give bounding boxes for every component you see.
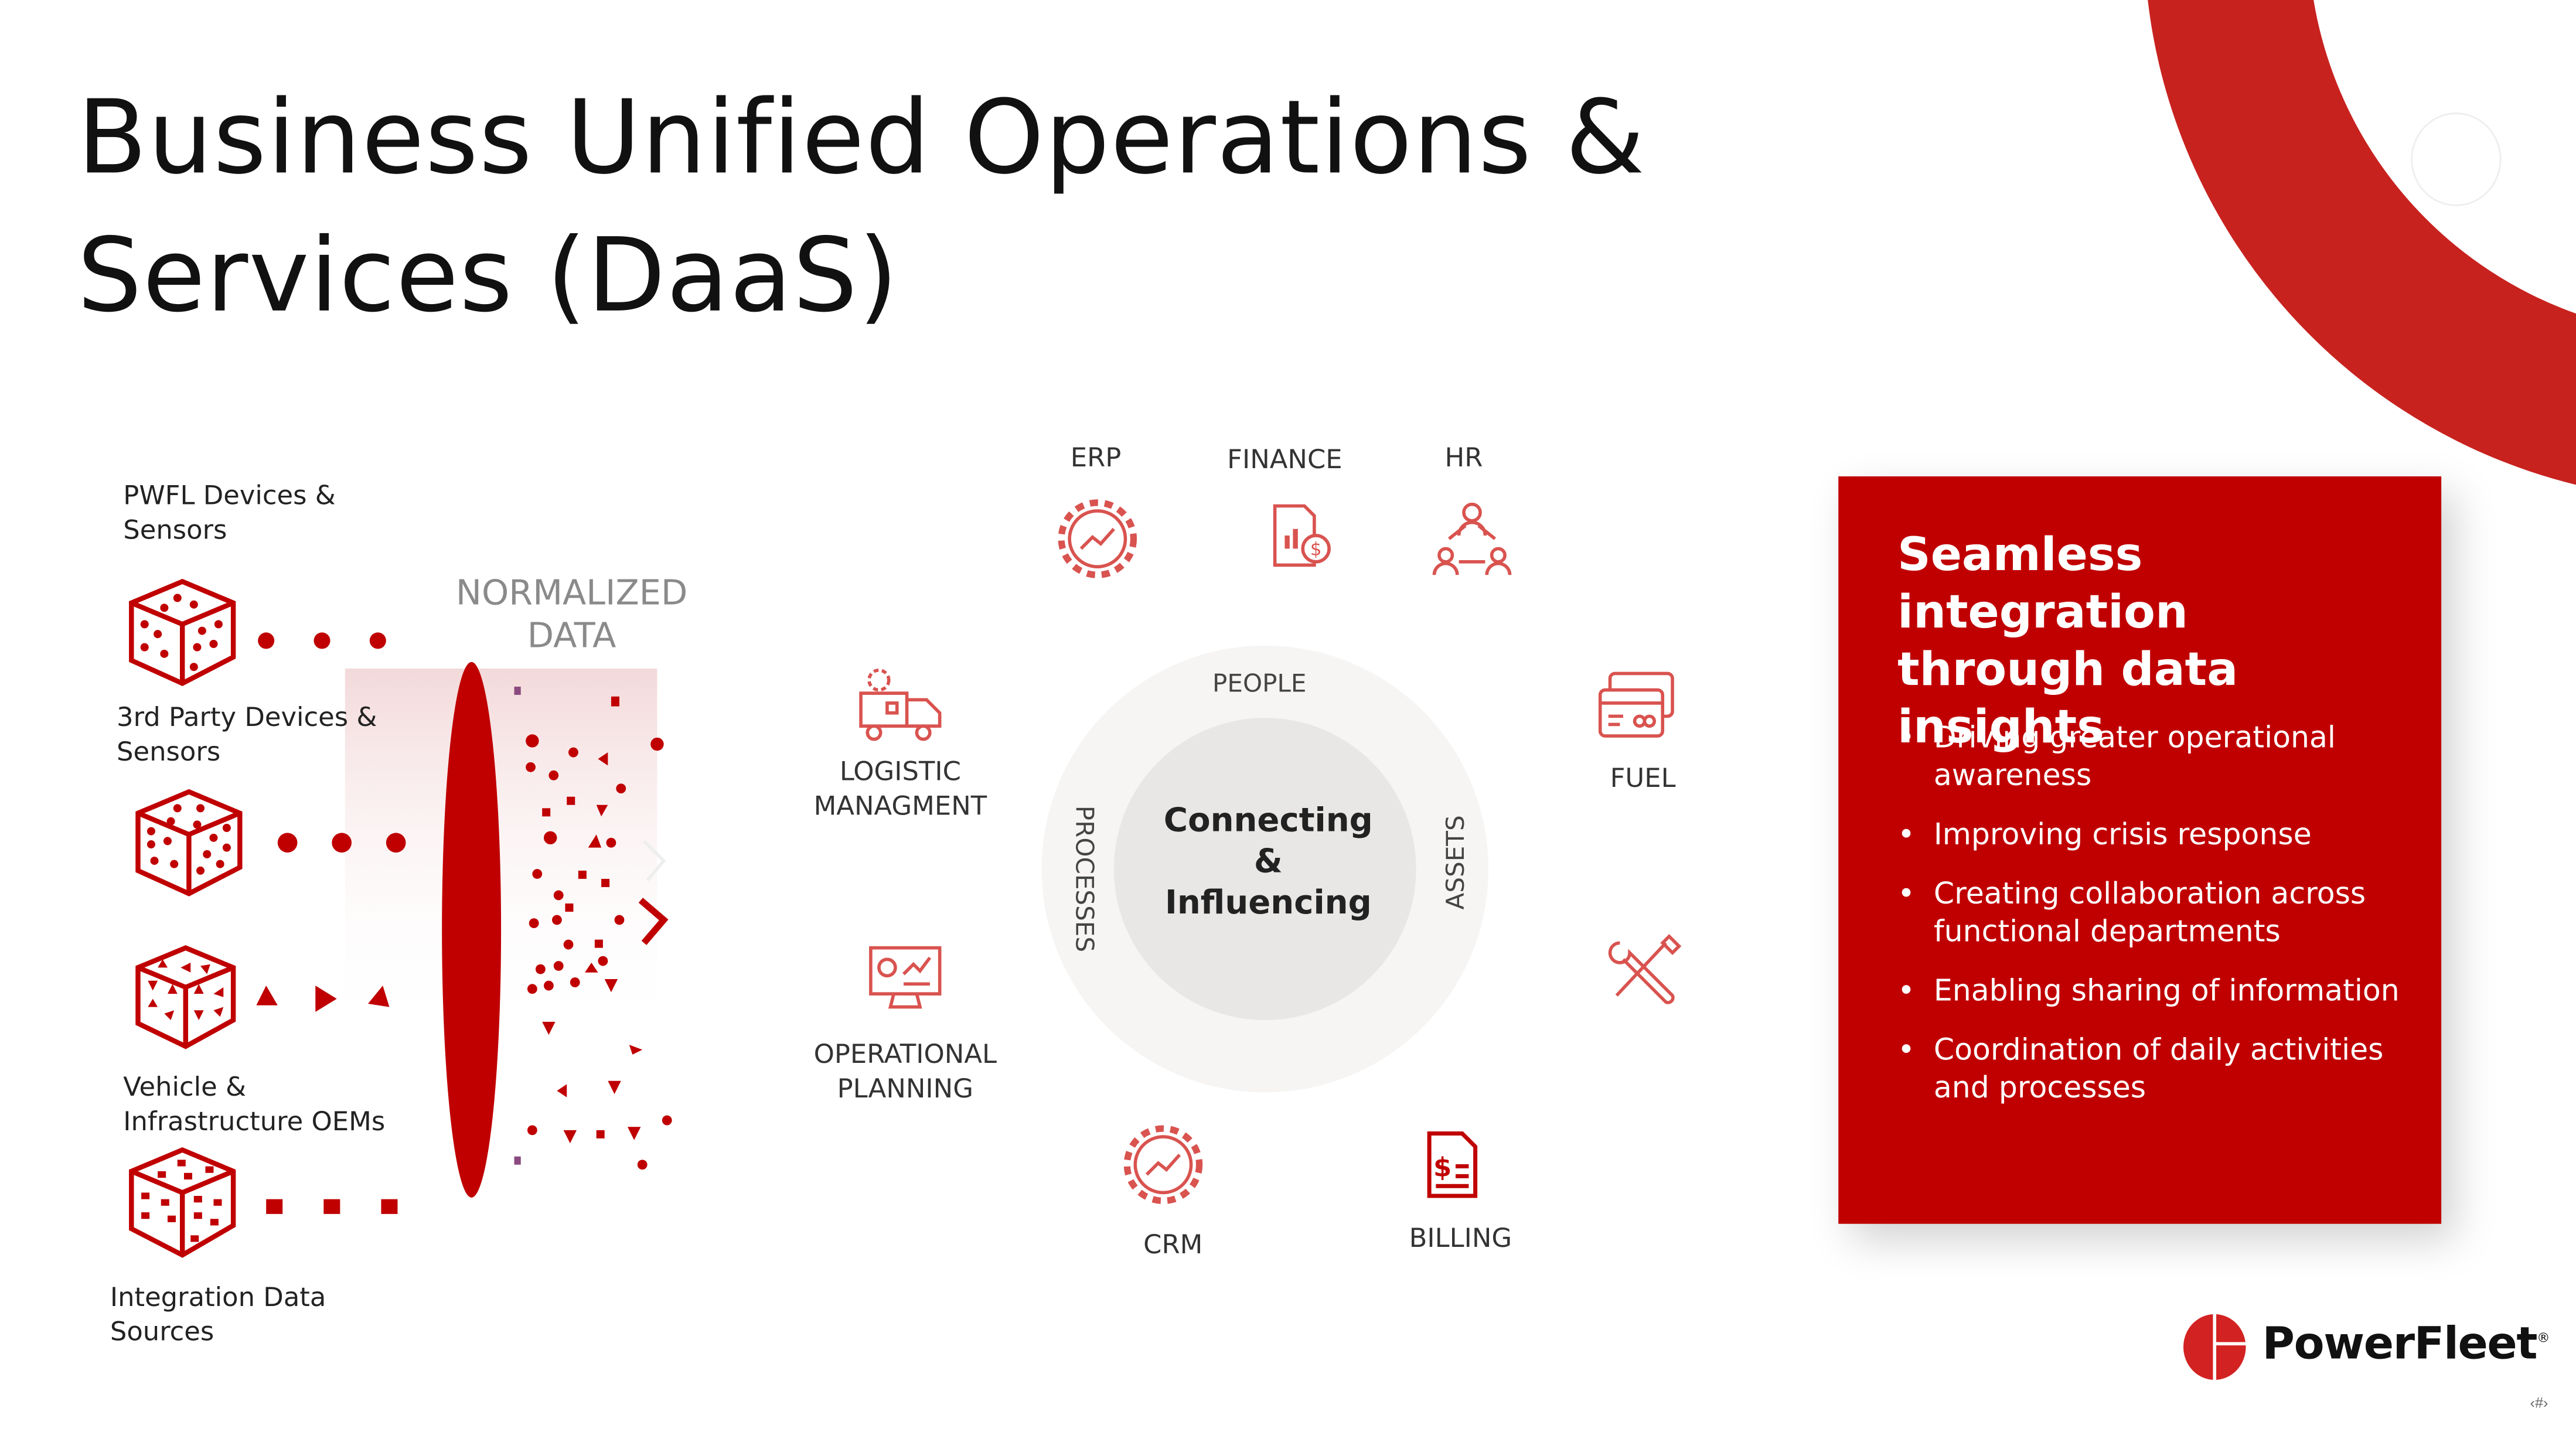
hr-label: HR (1444, 442, 1483, 473)
normalized-line: DATA (527, 616, 616, 656)
cube-icon (129, 578, 236, 686)
cube-icon (135, 789, 243, 896)
source-pwfl-devices: PWFL Devices &Sensors (123, 478, 335, 547)
source-label: Sensors (123, 514, 227, 545)
data-flow-graphic (256, 632, 672, 1214)
finance-label: FINANCE (1227, 443, 1342, 475)
monitor-dashboard-icon (869, 946, 942, 1009)
hub-center-text: Connecting & Influencing (1133, 800, 1403, 923)
billing-label: BILLING (1409, 1222, 1512, 1254)
people-network-icon (1432, 502, 1512, 575)
logo-registered-mark: ® (2537, 1330, 2550, 1346)
erp-label: ERP (1070, 442, 1122, 473)
label-line: PLANNING (837, 1072, 974, 1104)
cube-icon (135, 945, 236, 1049)
source-label: Integration Data (110, 1281, 326, 1313)
fuel-label: FUEL (1610, 762, 1676, 794)
source-label: Sensors (117, 736, 221, 768)
powerfleet-logo-text: PowerFleet® (2262, 1319, 2550, 1370)
tools-icon (1608, 934, 1682, 1004)
label-line: LOGISTIC (839, 755, 961, 787)
title-line-1: Business Unified Operations & (77, 77, 1646, 197)
gear-chart-icon (1123, 1125, 1203, 1205)
panel-bullet-list: Driving greater operational awareness Im… (1897, 720, 2423, 1128)
bullet-item: Creating collaboration across functional… (1897, 875, 2423, 951)
svg-text:$: $ (1310, 539, 1322, 560)
source-3rd-party-devices: 3rd Party Devices &Sensors (117, 700, 377, 769)
hub-line: Connecting (1163, 800, 1373, 840)
finance-document-icon: $ (1273, 504, 1331, 567)
normalized-line: NORMALIZED (455, 573, 688, 613)
source-vehicle-oems: Vehicle &Infrastructure OEMs (123, 1069, 385, 1138)
source-label: Infrastructure OEMs (123, 1105, 386, 1137)
source-label: Sources (110, 1315, 214, 1347)
billing-invoice-icon: $ (1427, 1131, 1478, 1198)
hub-line: & (1253, 841, 1283, 881)
source-label: 3rd Party Devices & (117, 701, 377, 733)
source-label: PWFL Devices & (123, 479, 336, 511)
crm-label: CRM (1143, 1229, 1203, 1260)
label-line: MANAGMENT (813, 790, 987, 821)
title-line-2: Services (DaaS) (77, 215, 899, 335)
page-number: ‹#› (2530, 1395, 2548, 1412)
hub-label-processes: PROCESSES (1069, 805, 1099, 953)
bullet-item: Driving greater operational awareness (1897, 720, 2423, 795)
hub-label-people: PEOPLE (1212, 669, 1307, 698)
logo-name: PowerFleet (2262, 1319, 2538, 1370)
insights-panel: Seamless integration through data insigh… (1838, 476, 2442, 1224)
hub-label-assets: ASSETS (1440, 815, 1471, 910)
cube-icon (129, 1147, 236, 1258)
page-title: Business Unified Operations & Services (… (77, 69, 1646, 345)
gear-chart-icon (1058, 499, 1137, 578)
fuel-card-icon (1598, 671, 1674, 738)
normalizer-lens (442, 662, 502, 1198)
bullet-item: Improving crisis response (1897, 816, 2423, 854)
hub-circle (1041, 645, 1489, 1093)
source-label: Vehicle & (123, 1070, 246, 1103)
bullet-item: Coordination of daily activities and pro… (1897, 1032, 2423, 1107)
label-line: OPERATIONAL (813, 1038, 997, 1070)
hub-line: Influencing (1165, 882, 1372, 922)
powerfleet-logo-icon (2183, 1314, 2248, 1380)
logistics-truck-icon (859, 669, 942, 741)
svg-text:$: $ (1433, 1151, 1451, 1182)
bullet-item: Enabling sharing of information (1897, 973, 2423, 1010)
